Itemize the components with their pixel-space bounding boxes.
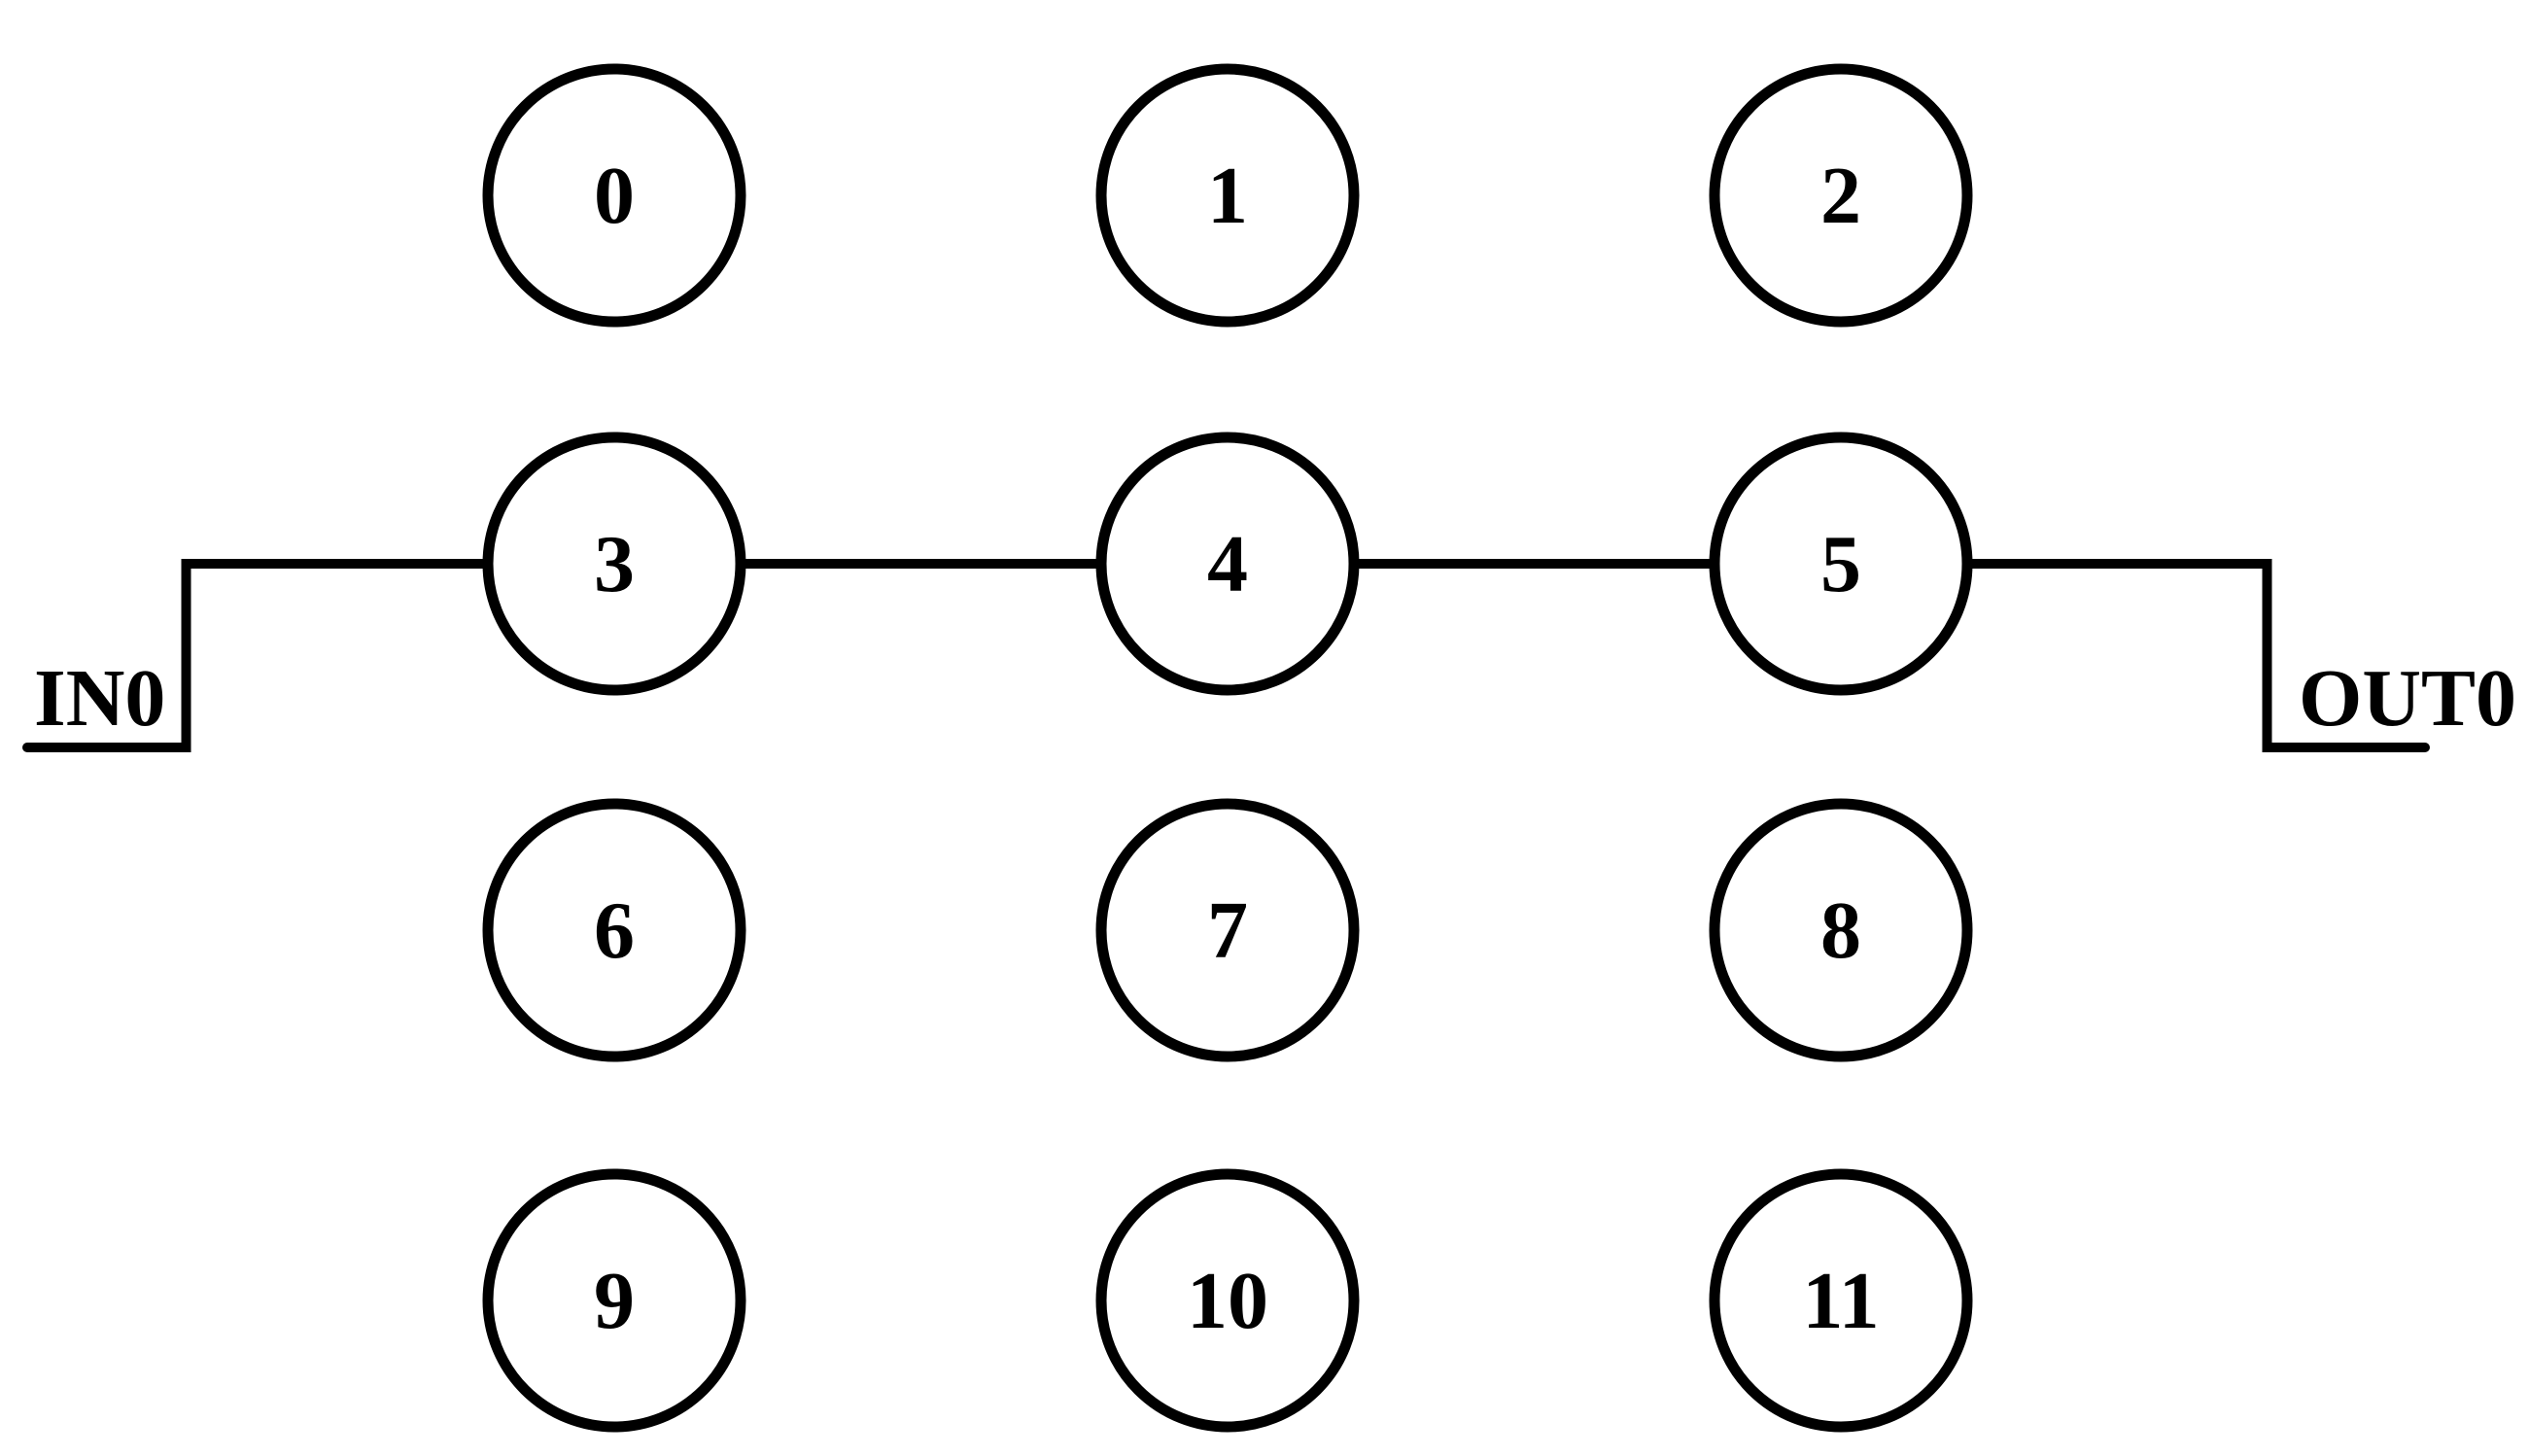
node-label-6: 6 [594,885,635,976]
node-circle-11 [1709,1168,1973,1433]
node-label-0: 0 [594,151,635,241]
node-circle-7 [1095,798,1360,1062]
output-label: OUT0 [2299,653,2516,744]
node-circle-5 [1709,432,1973,696]
node-circle-0 [482,63,746,328]
node-circle-10 [1095,1168,1360,1433]
node-label-8: 8 [1820,885,1861,976]
node-circle-8 [1709,798,1973,1062]
node-label-5: 5 [1820,519,1861,609]
node-circle-3 [482,432,746,696]
node-circle-4 [1095,432,1360,696]
node-circle-2 [1709,63,1973,328]
node-label-3: 3 [594,519,635,609]
node-circle-6 [482,798,746,1062]
node-label-9: 9 [594,1256,635,1346]
node-label-10: 10 [1187,1256,1268,1346]
input-label: IN0 [34,653,165,744]
node-label-11: 11 [1802,1256,1879,1346]
node-circle-9 [482,1168,746,1433]
node-label-2: 2 [1820,151,1861,241]
node-circle-1 [1095,63,1360,328]
node-label-4: 4 [1207,519,1248,609]
node-label-1: 1 [1207,151,1248,241]
node-label-7: 7 [1207,885,1248,976]
